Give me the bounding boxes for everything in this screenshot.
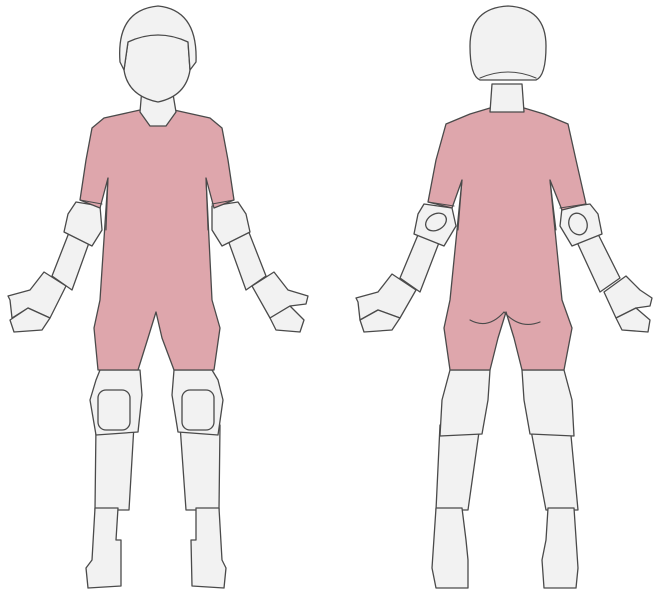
front-face bbox=[124, 33, 190, 102]
front-left-knee-cap bbox=[98, 390, 130, 430]
back-right-skate-boot bbox=[542, 508, 578, 588]
front-figure bbox=[8, 6, 308, 588]
front-right-skate-boot bbox=[191, 508, 226, 588]
front-suit bbox=[80, 100, 234, 370]
front-left-skate-boot bbox=[86, 508, 121, 588]
back-left-knee-pad bbox=[440, 370, 490, 436]
front-left-shin-guard bbox=[95, 425, 134, 510]
back-right-shin-guard bbox=[530, 425, 578, 510]
back-suit bbox=[428, 108, 586, 370]
front-right-knee-cap bbox=[182, 390, 214, 430]
back-right-knee-pad bbox=[522, 370, 574, 436]
front-right-shin-guard bbox=[180, 425, 220, 510]
back-neck bbox=[490, 84, 524, 112]
back-helmet bbox=[470, 6, 546, 80]
back-figure bbox=[356, 6, 652, 588]
back-left-skate-boot bbox=[432, 508, 468, 588]
back-left-shin-guard bbox=[436, 425, 480, 510]
